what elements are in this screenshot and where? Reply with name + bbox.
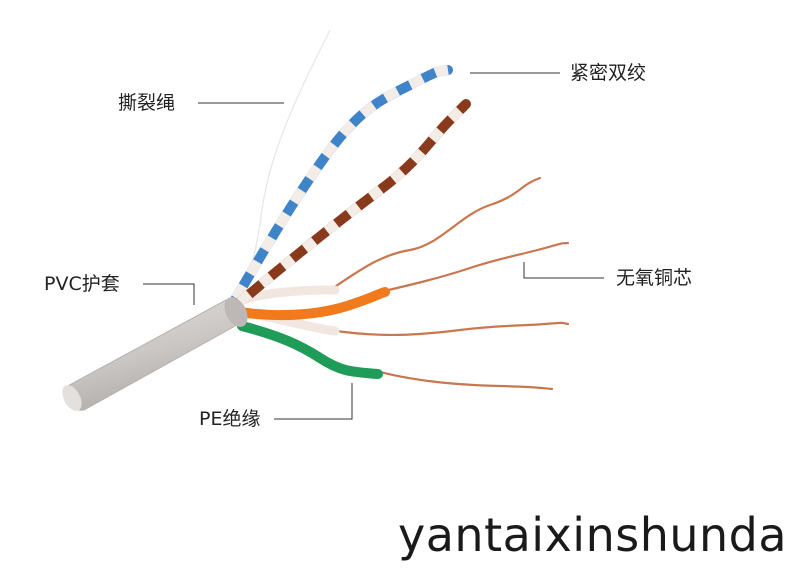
label-twisted-pair: 紧密双绞 [570,62,647,84]
green-insulated-wire [237,321,383,379]
copper-wire-3 [328,321,570,337]
label-pvc-jacket: PVC护套 [44,273,120,295]
copper-wire-1 [328,176,542,292]
orange-insulated-wire [235,287,390,321]
leader-lines [143,72,604,420]
copper-conductors [328,176,570,391]
blue-twisted-pair [231,65,453,303]
pvc-jacket [62,297,248,411]
copper-wire-4 [378,370,554,391]
leader-pvc-jacket [143,283,195,305]
leader-pe-insulation [274,383,353,420]
label-copper-core: 无氧铜芯 [616,267,693,289]
brown-twisted-pair [235,99,471,307]
copper-wire-2 [378,241,570,294]
label-pe-insulation: PE绝缘 [199,408,261,430]
watermark-text: yantaixinshunda. [398,508,790,562]
leader-copper-core [523,262,604,279]
label-rip-cord: 撕裂绳 [118,92,176,114]
